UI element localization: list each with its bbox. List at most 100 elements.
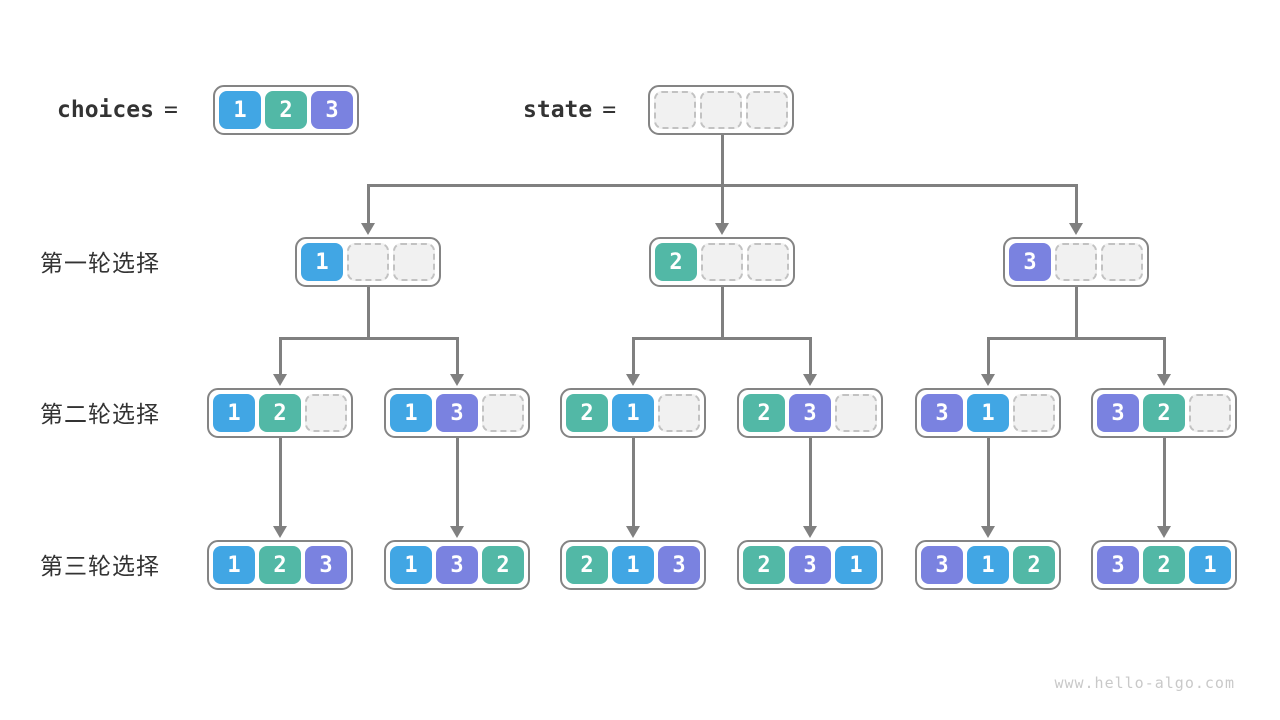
cell-empty [835, 394, 877, 432]
cell-value: 3 [921, 546, 963, 584]
cell-empty [1101, 243, 1143, 281]
cell-value: 1 [219, 91, 261, 129]
cell-empty [746, 91, 788, 129]
state-label: state = [523, 96, 616, 124]
cell-empty [393, 243, 435, 281]
cell-value: 1 [967, 546, 1009, 584]
connector-line [455, 438, 459, 526]
cell-value: 3 [305, 546, 347, 584]
cell-value: 3 [658, 546, 700, 584]
connector-line [366, 185, 370, 223]
cell-value: 3 [1097, 546, 1139, 584]
watermark: www.hello-algo.com [1054, 674, 1235, 692]
state-array [648, 85, 794, 135]
arrowhead-icon [626, 374, 640, 386]
cell-value: 1 [835, 546, 877, 584]
cell-value: 2 [566, 394, 608, 432]
cell-value: 2 [743, 394, 785, 432]
cell-value: 2 [743, 546, 785, 584]
cell-value: 2 [1143, 394, 1185, 432]
connector-line [986, 336, 1166, 340]
connector-line [1074, 185, 1078, 223]
cell-value: 2 [1013, 546, 1055, 584]
arrowhead-icon [1157, 526, 1171, 538]
cell-value: 3 [311, 91, 353, 129]
cell-value: 2 [1143, 546, 1185, 584]
arrowhead-icon [715, 223, 729, 235]
choices-equals-sign: = [163, 97, 178, 123]
cell-empty [701, 243, 743, 281]
arrowhead-icon [273, 374, 287, 386]
cell-value: 1 [967, 394, 1009, 432]
arrowhead-icon [803, 526, 817, 538]
state-array-round-1: 2 [649, 237, 795, 287]
cell-value: 1 [213, 546, 255, 584]
choices-label-text: choices [57, 97, 154, 123]
round-2-label: 第二轮选择 [40, 401, 160, 427]
state-equals-sign: = [602, 97, 617, 123]
cell-value: 2 [265, 91, 307, 129]
connector-line [720, 287, 724, 340]
arrowhead-icon [450, 374, 464, 386]
cell-value: 2 [259, 394, 301, 432]
connector-line [1074, 287, 1078, 340]
connector-line [808, 338, 812, 374]
cell-empty [1055, 243, 1097, 281]
arrowhead-icon [981, 374, 995, 386]
arrowhead-icon [450, 526, 464, 538]
cell-value: 3 [436, 546, 478, 584]
cell-value: 1 [612, 394, 654, 432]
arrowhead-icon [361, 223, 375, 235]
arrowhead-icon [981, 526, 995, 538]
cell-value: 3 [1009, 243, 1051, 281]
state-label-text: state [523, 97, 593, 123]
cell-value: 1 [612, 546, 654, 584]
connector-line [631, 438, 635, 526]
cell-empty [1013, 394, 1055, 432]
round-3-label: 第三轮选择 [40, 553, 160, 579]
cell-empty [747, 243, 789, 281]
cell-empty [1189, 394, 1231, 432]
cell-value: 1 [390, 546, 432, 584]
cell-value: 3 [1097, 394, 1139, 432]
connector-line [278, 338, 282, 374]
connector-line [366, 183, 1078, 187]
cell-value: 1 [1189, 546, 1231, 584]
cell-empty [305, 394, 347, 432]
arrowhead-icon [1157, 374, 1171, 386]
connector-line [455, 338, 459, 374]
connector-line [986, 438, 990, 526]
connector-line [720, 135, 724, 223]
cell-value: 1 [390, 394, 432, 432]
cell-value: 1 [213, 394, 255, 432]
cell-value: 2 [655, 243, 697, 281]
connector-line [808, 438, 812, 526]
connector-line [1162, 438, 1166, 526]
cell-value: 3 [436, 394, 478, 432]
connector-line [631, 336, 812, 340]
connector-line [631, 338, 635, 374]
cell-empty [654, 91, 696, 129]
connector-line [366, 287, 370, 340]
choices-label: choices = [57, 96, 178, 124]
connector-line [278, 336, 459, 340]
connector-line [278, 438, 282, 526]
cell-empty [347, 243, 389, 281]
arrowhead-icon [626, 526, 640, 538]
state-array-round-1: 3 [1003, 237, 1149, 287]
cell-empty [482, 394, 524, 432]
cell-value: 3 [789, 546, 831, 584]
cell-value: 2 [259, 546, 301, 584]
